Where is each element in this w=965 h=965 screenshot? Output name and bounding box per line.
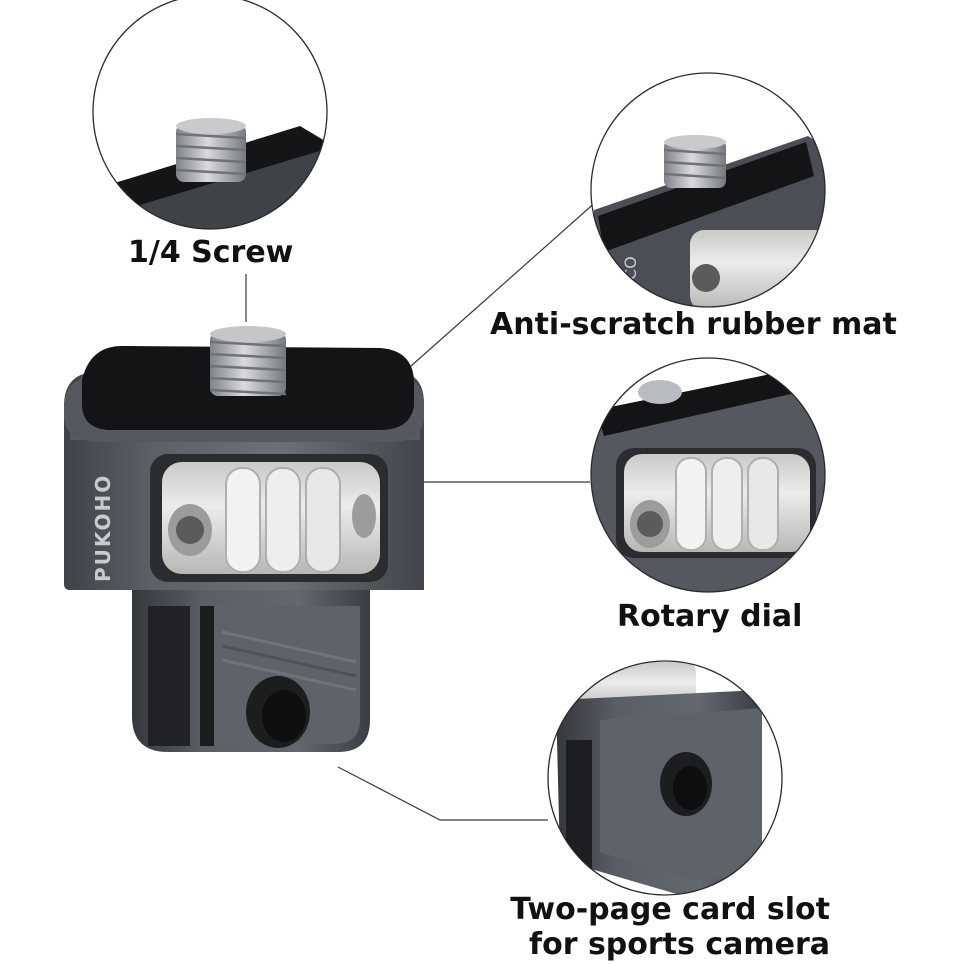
detail-circle-card-slot [547, 660, 783, 896]
label-anti-scratch-rubber-mat: Anti-scratch rubber mat [490, 307, 897, 342]
label-rotary-dial: Rotary dial [617, 599, 803, 634]
rubber-mat [64, 346, 424, 442]
label-card-slot-line2: for sports camera [529, 926, 830, 962]
rotary-dial [162, 462, 380, 574]
label-card-slot: Two-page card slot for sports camera [0, 892, 830, 962]
svg-text:CO: CO [621, 256, 640, 280]
detail-circle-rotary-dial [590, 357, 826, 593]
label-quarter-inch-screw: 1/4 Screw [128, 235, 294, 270]
label-card-slot-line1: Two-page card slot [510, 892, 830, 927]
leader-line-mat [401, 199, 599, 375]
detail-circle-rubber-mat: CO [590, 72, 826, 308]
main-product: PUKOHO [64, 326, 424, 752]
detail-circle-screw [92, 0, 328, 230]
brand-text: PUKOHO [91, 474, 115, 582]
sports-camera-tab [132, 590, 370, 752]
leader-line-slot [337, 766, 548, 821]
quarter-inch-screw [209, 326, 287, 396]
